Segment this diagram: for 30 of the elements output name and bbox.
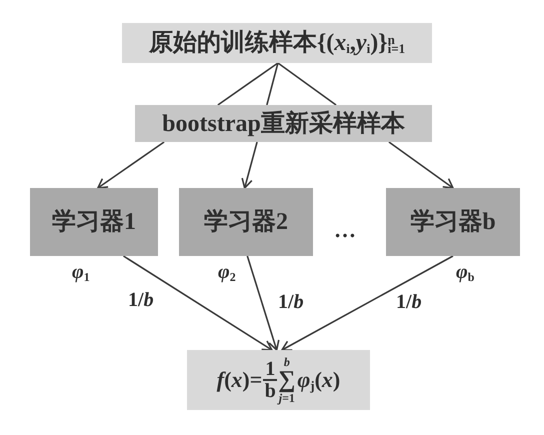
- learner-box: [179, 188, 313, 256]
- connector-line: [266, 62, 279, 106]
- sum-upper-limit: b: [284, 356, 290, 368]
- fraction-numerator: 1: [263, 359, 278, 381]
- function-label: φ$_{2}$: [218, 261, 236, 283]
- learner-box: [386, 188, 520, 256]
- connector-line: [217, 62, 278, 106]
- formula-text: φ$_{j}$(x): [297, 369, 340, 391]
- arrow: [246, 256, 280, 351]
- arrow: [97, 141, 165, 189]
- formula-box: [187, 350, 370, 410]
- sum-lower-limit: j=1: [278, 392, 295, 404]
- sum-sign: ∑: [278, 368, 296, 392]
- data-box: [122, 23, 432, 63]
- arrow: [123, 255, 273, 351]
- process-box: [135, 105, 432, 142]
- connector-line: [277, 62, 337, 106]
- arrow: [281, 255, 454, 351]
- box-label: 学习器1: [52, 208, 136, 236]
- fraction-denominator: b: [264, 381, 276, 401]
- arrow: [241, 142, 258, 189]
- box-label: 学习器b: [410, 208, 496, 236]
- box-label: bootstrap重新采样样本: [162, 110, 405, 138]
- ellipsis-label: …: [334, 218, 356, 242]
- arrow: [388, 141, 454, 189]
- function-label: φ$_{1}$: [72, 261, 90, 283]
- box-label: 学习器2: [204, 208, 288, 236]
- learner-box: [30, 188, 158, 256]
- formula-text: f(x)=: [216, 369, 262, 391]
- function-label: φ$_{b}$: [456, 261, 474, 283]
